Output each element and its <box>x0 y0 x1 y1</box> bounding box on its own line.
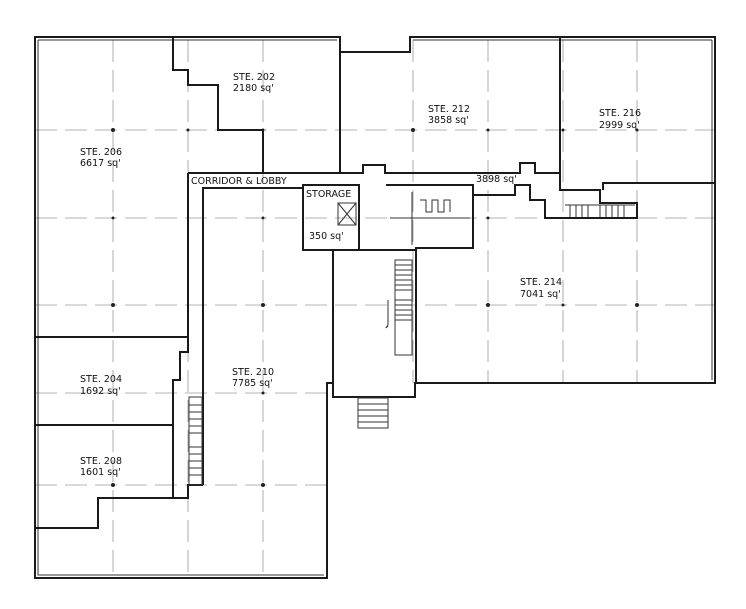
storage-name: STORAGE <box>306 189 351 200</box>
restroom-stalls <box>420 199 451 213</box>
suite-area: 3858 sq' <box>428 115 469 126</box>
suite-area: 2180 sq' <box>233 83 274 94</box>
stairs-west <box>188 396 203 486</box>
suite-name: STE. 216 <box>599 108 641 119</box>
suite-name: STE. 212 <box>428 104 470 115</box>
entry-stoop <box>357 397 389 429</box>
suite-area: 1601 sq' <box>80 467 121 478</box>
partitions <box>35 37 715 529</box>
suite-name: STE. 208 <box>80 456 122 467</box>
stairs-east <box>565 204 635 217</box>
suite-name: STE. 210 <box>232 367 274 378</box>
stairs-main <box>394 259 413 356</box>
labels: STE. 206 6617 sq' STE. 202 2180 sq' STE.… <box>80 72 641 478</box>
columns <box>111 128 639 487</box>
suite-name: STE. 214 <box>520 277 562 288</box>
corridor-area: 3898 sq' <box>476 174 517 185</box>
suite-area: 6617 sq' <box>80 158 121 169</box>
suite-area: 1692 sq' <box>80 386 121 397</box>
elevator-icon <box>337 202 357 226</box>
suite-name: STE. 202 <box>233 72 275 83</box>
suite-area: 7041 sq' <box>520 289 561 300</box>
suite-area: 7785 sq' <box>232 378 273 389</box>
suite-name: STE. 206 <box>80 147 122 158</box>
storage-area: 350 sq' <box>309 231 344 242</box>
corridor-name: CORRIDOR & LOBBY <box>191 176 287 187</box>
suite-area: 2999 sq' <box>599 120 640 131</box>
suite-name: STE. 204 <box>80 374 122 385</box>
